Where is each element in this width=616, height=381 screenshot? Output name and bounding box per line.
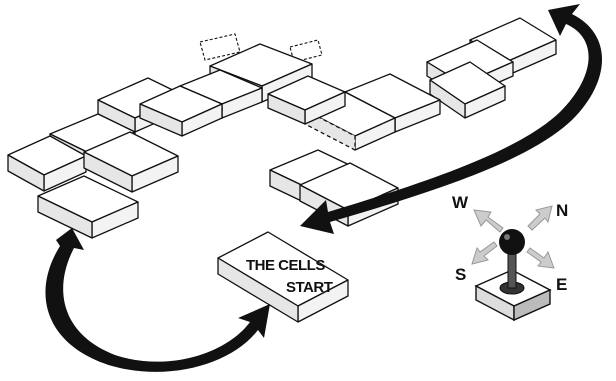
compass-arrow-icon bbox=[471, 241, 498, 265]
start-label-line-1: THE CELLS bbox=[246, 257, 325, 274]
corridor-stub-right bbox=[289, 39, 323, 63]
cell-block bbox=[7, 135, 87, 192]
curved-arrow-icon bbox=[300, 4, 602, 234]
compass-south-label: S bbox=[455, 265, 466, 284]
cell-blocks bbox=[7, 17, 557, 239]
cell-block bbox=[267, 75, 346, 125]
start-label-line-2: START bbox=[286, 279, 333, 296]
corridor-stub-left bbox=[199, 33, 241, 61]
compass-east-label: E bbox=[556, 275, 567, 294]
compass-arrow-icon bbox=[526, 247, 555, 269]
cell-block bbox=[83, 131, 179, 193]
compass-west-label: W bbox=[452, 193, 469, 212]
map-corridor-stubs bbox=[199, 33, 323, 63]
cell-block bbox=[139, 85, 223, 137]
route-arrows bbox=[45, 4, 602, 372]
start-cell-block bbox=[217, 231, 349, 323]
compass-north-label: N bbox=[556, 201, 568, 220]
compass-arrow-icon bbox=[527, 205, 553, 231]
curved-arrow-icon bbox=[45, 228, 270, 372]
cell-block bbox=[37, 175, 139, 239]
joystick-icon bbox=[474, 229, 552, 322]
cell-block bbox=[429, 61, 506, 119]
joystick-compass: W N S E bbox=[452, 193, 568, 322]
compass-arrow-icon bbox=[473, 209, 504, 233]
cell-block bbox=[304, 91, 396, 151]
